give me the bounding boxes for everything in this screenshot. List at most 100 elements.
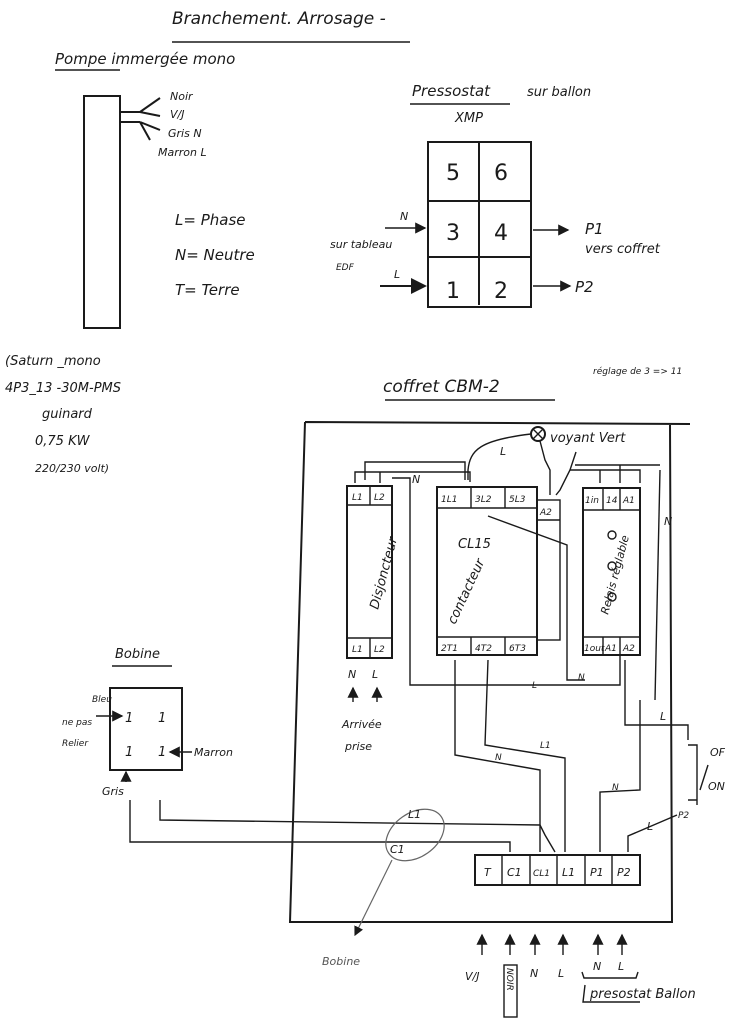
terminal-c1: C1 (507, 866, 522, 879)
spec-line: 220/230 volt) (35, 462, 109, 475)
lamp-label: voyant Vert (550, 431, 626, 446)
wire-label-l: L (532, 681, 537, 691)
bobine-bleu: Bleu (92, 695, 112, 705)
legend-phase: L= Phase (175, 211, 245, 229)
wire-label-l: L (660, 710, 666, 723)
terminal-p2: P2 (617, 866, 631, 879)
legend-terre: T= Terre (175, 281, 240, 299)
wire-gris: Gris N (168, 127, 202, 140)
pressostat-input-n: N (400, 210, 408, 223)
pressostat-section: Pressostat sur ballon XMP 5 6 3 4 1 2 N … (330, 82, 661, 308)
terminal-label: L1 (352, 645, 363, 655)
input-n: N (530, 967, 538, 980)
coffret-section: coffret CBM-2 réglage de 3 => 11 voyant … (129, 366, 726, 968)
bundle-l1: L1 (408, 808, 421, 821)
switch-on-label: ON (708, 780, 725, 793)
terminal-label: L2 (374, 493, 385, 503)
terminal-label: 1out (584, 644, 605, 654)
relay-setting: réglage de 3 => 11 (593, 366, 682, 377)
terminal-5: 5 (446, 161, 460, 186)
bottom-inputs: V/J NOIR N L N L presostat Ballon (465, 933, 696, 1018)
terminal-cl1: CL1 (533, 869, 550, 879)
bobine-section: Bobine 1 1 1 1 Bleu ne pas Relier Marron… (62, 647, 233, 798)
coffret-title: coffret CBM-2 (383, 377, 500, 397)
arrival-n: N (348, 668, 356, 681)
adjust-knob-icon (607, 530, 617, 540)
pressostat-title: Pressostat (412, 82, 491, 100)
output-p1-note: vers coffret (585, 242, 661, 257)
terminal-6: 6 (494, 161, 508, 186)
terminal-label: A2 (622, 644, 635, 654)
disjoncteur-label: Disjoncteur (367, 534, 401, 611)
pressostat-ballon-label: presostat Ballon (589, 987, 696, 1002)
pressostat-title-suffix: sur ballon (527, 85, 591, 100)
terminal-t: T (484, 866, 492, 879)
terminal-2: 2 (494, 279, 508, 304)
bobine-pin: 1 (158, 745, 166, 760)
input-pressostat-l: L (618, 960, 624, 973)
contacteur-label: contacteur (445, 555, 489, 626)
pressostat-model: XMP (454, 111, 483, 126)
bobine-pin: 1 (125, 745, 133, 760)
bundle-ellipse (385, 808, 445, 862)
legend-neutre: N= Neutre (175, 246, 255, 264)
off-on-switch (688, 744, 709, 805)
bobine-pin: 1 (158, 711, 166, 726)
terminal-label: 3L2 (475, 495, 492, 505)
contacteur-a2: A2 (539, 508, 552, 518)
bundle-target: Bobine (322, 955, 360, 968)
input-l: L (558, 967, 564, 980)
source-label: sur tableau (330, 238, 392, 251)
input-noir: NOIR (504, 968, 514, 991)
terminal-label: 1L1 (441, 495, 457, 505)
spec-line: 4P3_13 -30M-PMS (5, 381, 121, 396)
wire-label-l1: L1 (540, 741, 551, 751)
spec-line: guinard (42, 407, 93, 422)
adjust-knob-icon (607, 592, 617, 602)
pump-title: Pompe immergée mono (55, 50, 235, 68)
pump-section: Pompe immergée mono Noir V/J Gris N Marr… (5, 50, 255, 475)
arrival-label: prise (344, 740, 372, 753)
terminal-label: A1 (604, 644, 617, 654)
terminal-label: 5L3 (509, 495, 526, 505)
input-vj: V/J (465, 970, 479, 983)
wire-label-n: N (412, 473, 420, 486)
wire-noir: Noir (170, 90, 194, 103)
wire-label-l: L (647, 820, 653, 833)
arrival-label: Arrivée (341, 718, 382, 731)
terminal-label: 4T2 (475, 644, 492, 654)
terminal-p1: P1 (590, 866, 604, 879)
wire-label-n: N (578, 673, 585, 683)
terminal-strip: T C1 CL1 L1 P1 P2 (474, 854, 641, 886)
bobine-box (109, 687, 183, 771)
bobine-title: Bobine (115, 647, 160, 662)
bobine-note: ne pas (62, 718, 92, 728)
wire-marron: Marron L (158, 146, 207, 159)
terminal-label: 6T3 (509, 644, 526, 654)
contacteur-model: CL15 (458, 537, 491, 552)
spec-line: (Saturn _mono (5, 354, 101, 369)
wire-label-p2: P2 (678, 811, 689, 821)
terminal-label: 1in (585, 496, 599, 506)
relais-label: Relais réglable (598, 534, 632, 616)
spec-line: 0,75 KW (35, 434, 91, 449)
output-p2: P2 (575, 278, 594, 296)
adjust-knob-icon (607, 561, 617, 571)
pressostat-input-l: L (394, 268, 400, 281)
bundle-c1: C1 (390, 843, 405, 856)
terminal-label: L2 (374, 645, 385, 655)
terminal-4: 4 (494, 221, 508, 246)
terminal-label: 14 (606, 496, 618, 506)
terminal-label: A1 (622, 496, 635, 506)
switch-off-label: OF (710, 746, 726, 759)
pump-body (83, 95, 121, 329)
relais (582, 487, 641, 656)
terminal-1: 1 (446, 279, 460, 304)
wire-label-n: N (495, 753, 502, 763)
page-title: Branchement. Arrosage - (172, 9, 386, 29)
terminal-label: 2T1 (441, 644, 458, 654)
terminal-label: L1 (352, 493, 363, 503)
contacteur (436, 486, 538, 656)
terminal-l1: L1 (562, 866, 575, 879)
arrival-l: L (372, 668, 378, 681)
